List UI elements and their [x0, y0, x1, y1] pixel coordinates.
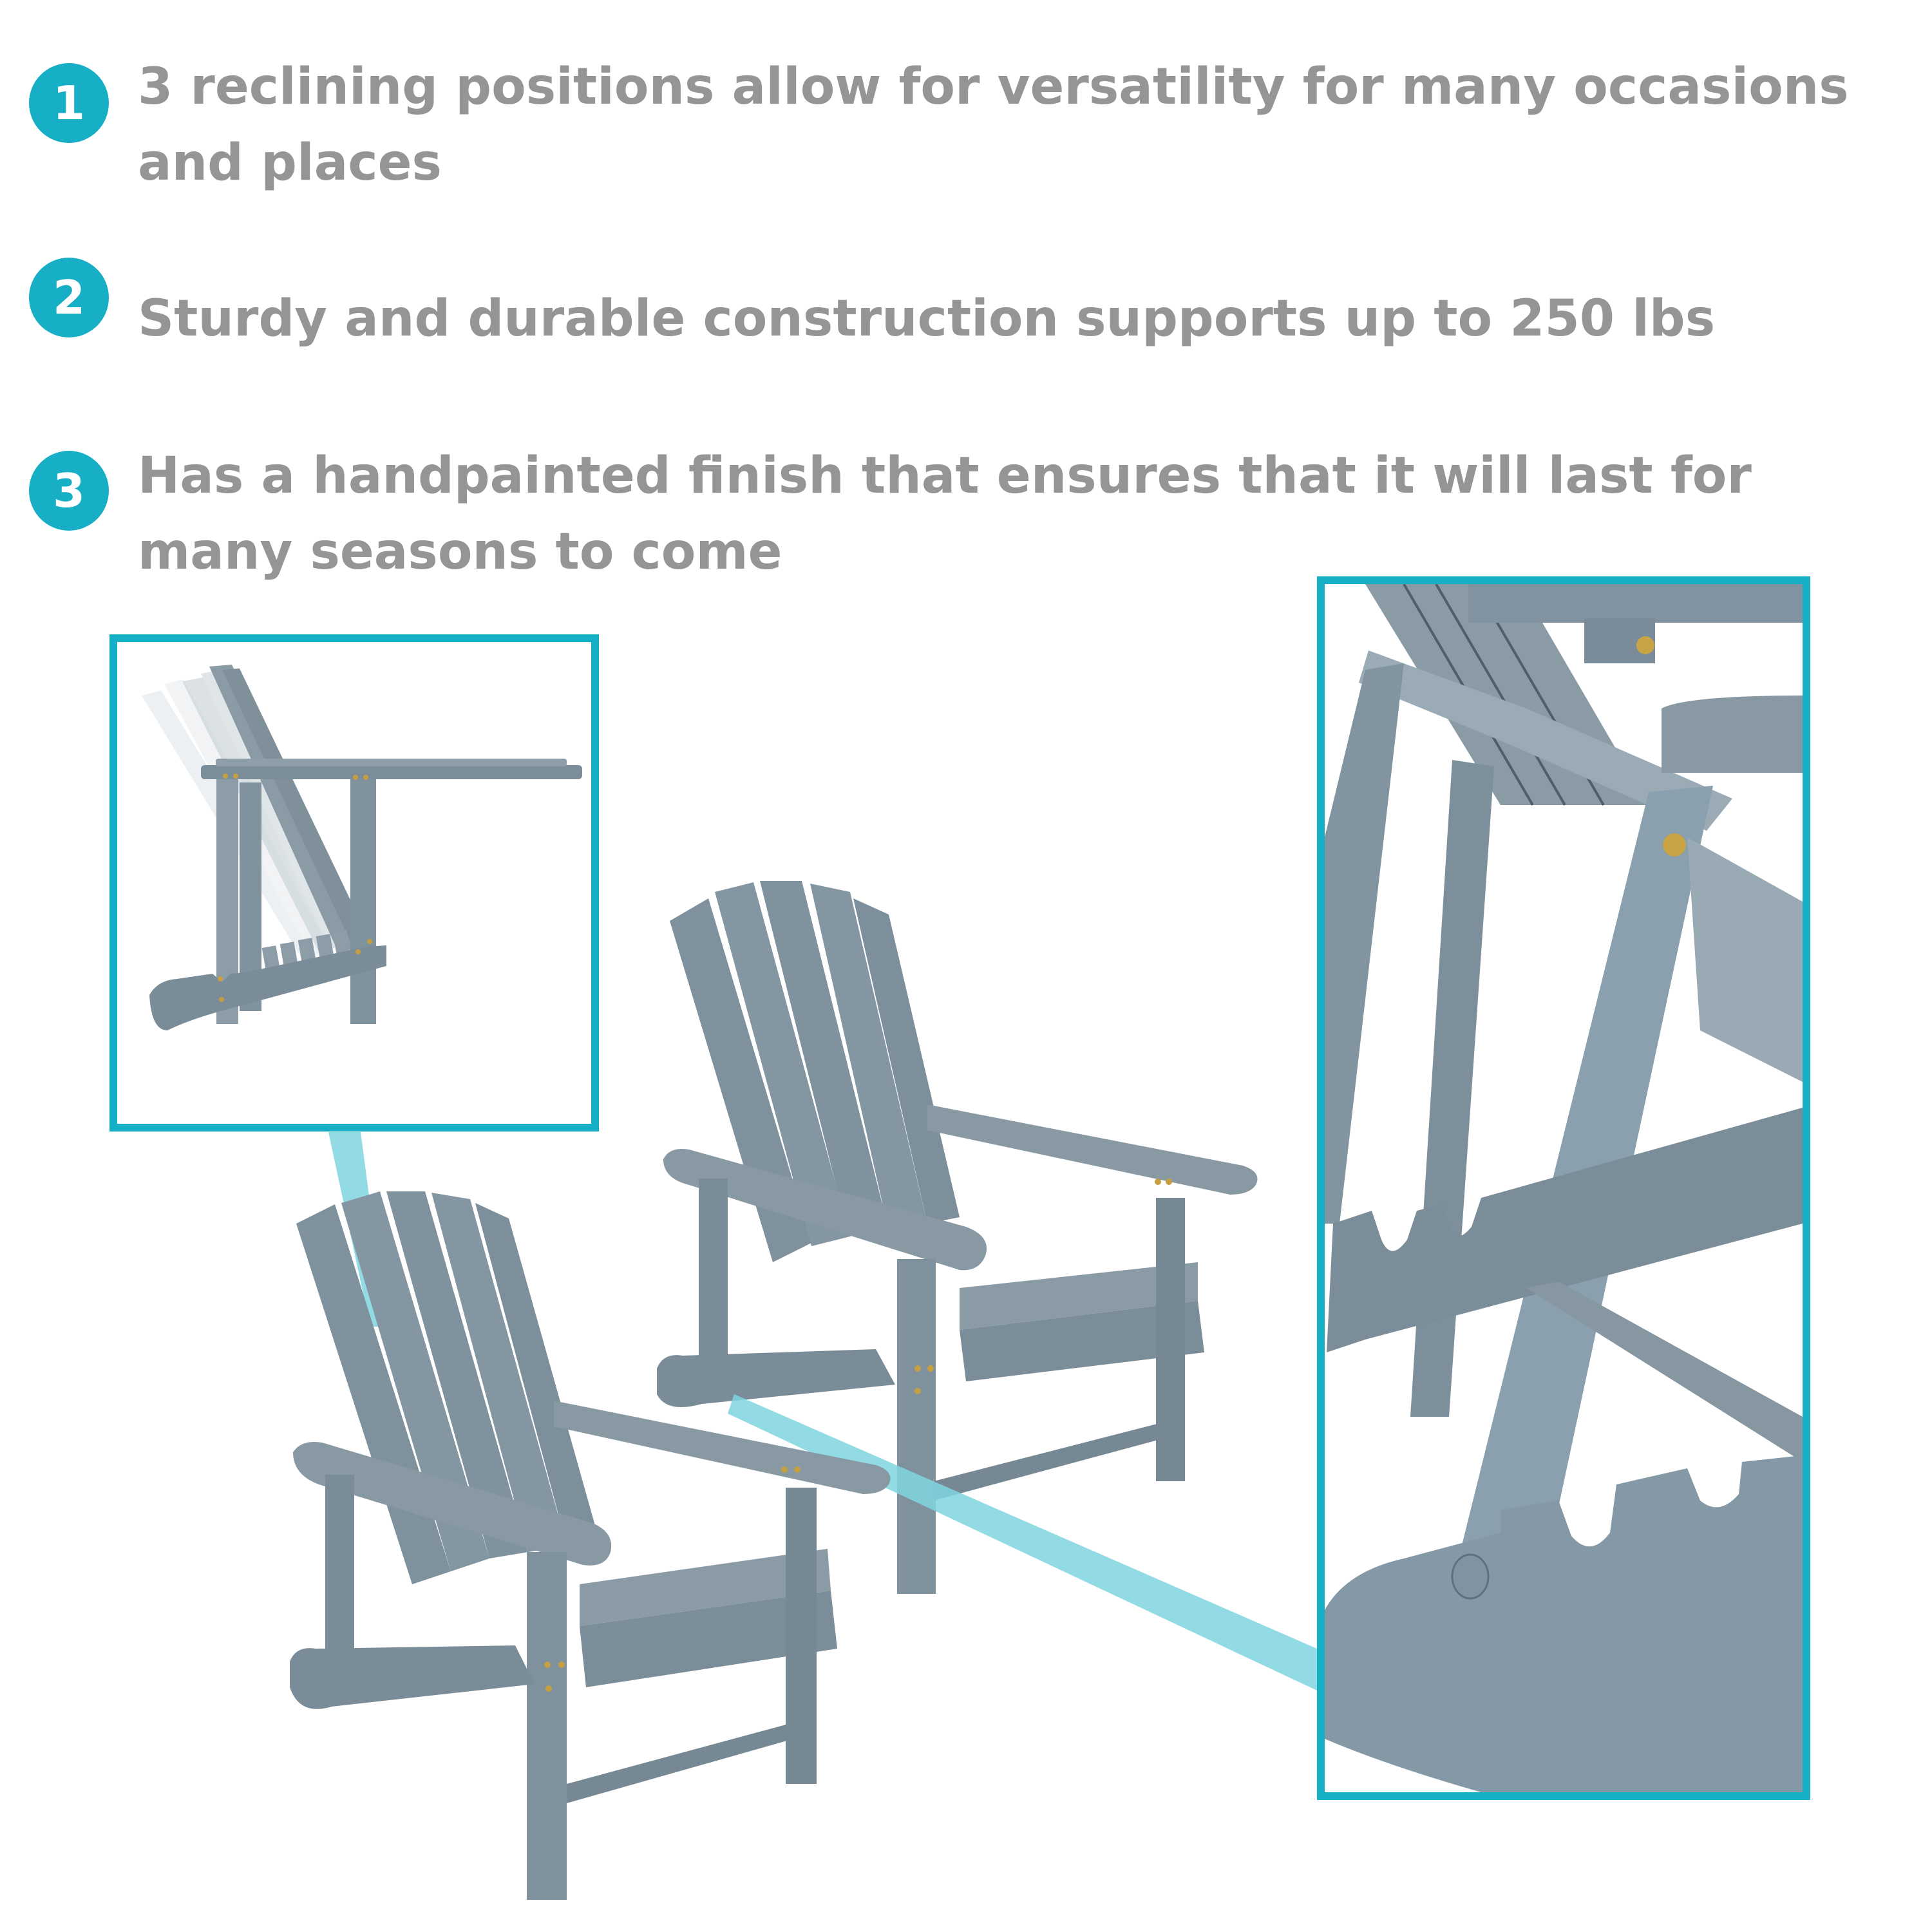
number-badge-2: 2	[29, 258, 109, 337]
feature-text-2: Sturdy and durable construction supports…	[138, 290, 1716, 348]
feature-text-1: 3 reclining positions allow for versatil…	[138, 58, 1849, 192]
main-chairs	[290, 881, 1317, 1900]
recline-inset	[109, 634, 599, 1132]
chair-front	[290, 1191, 891, 1900]
chair-back	[657, 881, 1258, 1594]
feature-text-3: Has a handpainted finish that ensures th…	[138, 447, 1752, 581]
number-badge-1: 1	[29, 63, 109, 143]
detail-inset	[1317, 576, 1810, 1800]
number-badge-3: 3	[29, 451, 109, 531]
